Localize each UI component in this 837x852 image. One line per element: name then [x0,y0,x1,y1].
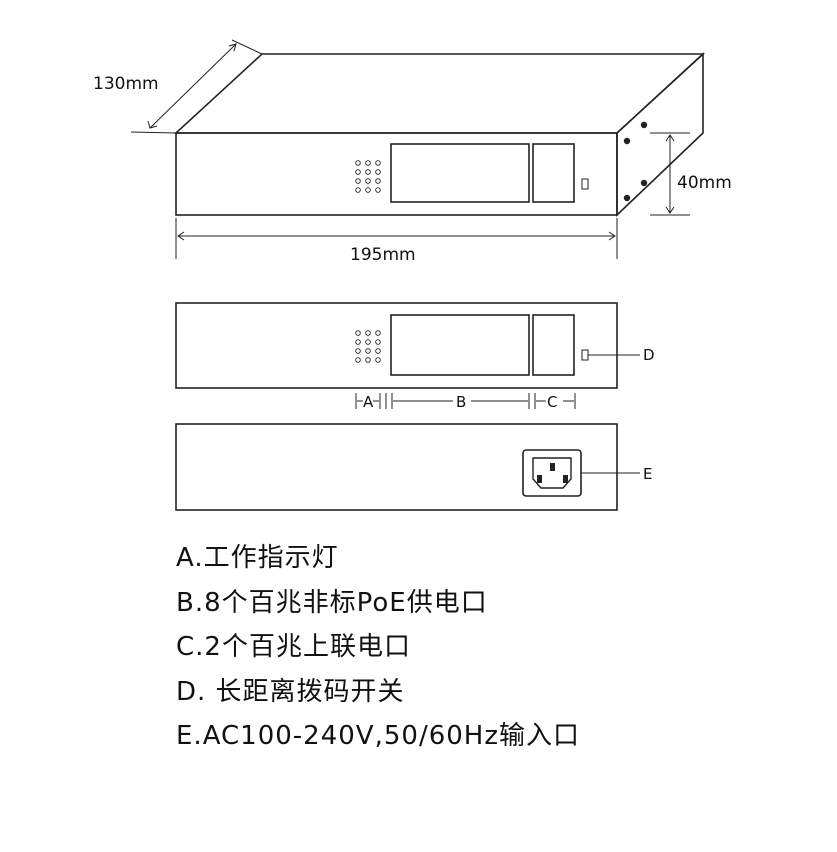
iso-front-face [175,132,618,216]
iso-mount-holes [623,121,648,202]
front-dip-switch [581,349,589,361]
legend-item-c: C.2个百兆上联电口 [176,632,411,662]
height-dimension [650,132,690,216]
callout-c-label: C [547,393,557,411]
iso-port-block-c [532,143,575,203]
front-port-block-c [532,314,575,376]
callout-c-bracket [534,393,576,409]
component-legend: A.工作指示灯 B.8个百兆非标PoE供电口 C.2个百兆上联电口 D. 长距离… [176,536,580,759]
callout-d-label: D [643,346,655,364]
iso-port-block-b [390,143,530,203]
width-dimension [175,218,618,259]
callout-e-label: E [643,465,652,483]
front-indicator-grid [355,330,381,363]
callout-b-bracket [385,393,530,409]
width-label: 195mm [350,245,416,265]
front-panel-view [175,302,640,409]
iso-dip-switch [581,178,589,190]
front-panel-outline [175,302,618,389]
rear-panel-view [175,423,640,511]
front-port-block-b [390,314,530,376]
legend-item-d: D. 长距离拨码开关 [176,676,405,707]
ac-power-inlet [522,449,582,497]
legend-item-b: B.8个百兆非标PoE供电口 [176,587,488,618]
depth-label: 130mm [93,74,159,94]
height-label: 40mm [677,173,732,193]
isometric-view [173,52,706,217]
legend-item-e: E.AC100-240V,50/60Hz输入口 [176,721,580,751]
callout-a-label: A [363,393,374,411]
depth-dimension [130,39,263,134]
legend-item-a: A.工作指示灯 [176,543,339,573]
callout-a-bracket [355,393,381,409]
iso-indicator-grid [355,160,381,193]
rear-panel-outline [175,423,618,511]
callout-b-label: B [456,393,466,411]
iso-top-face [173,53,706,134]
